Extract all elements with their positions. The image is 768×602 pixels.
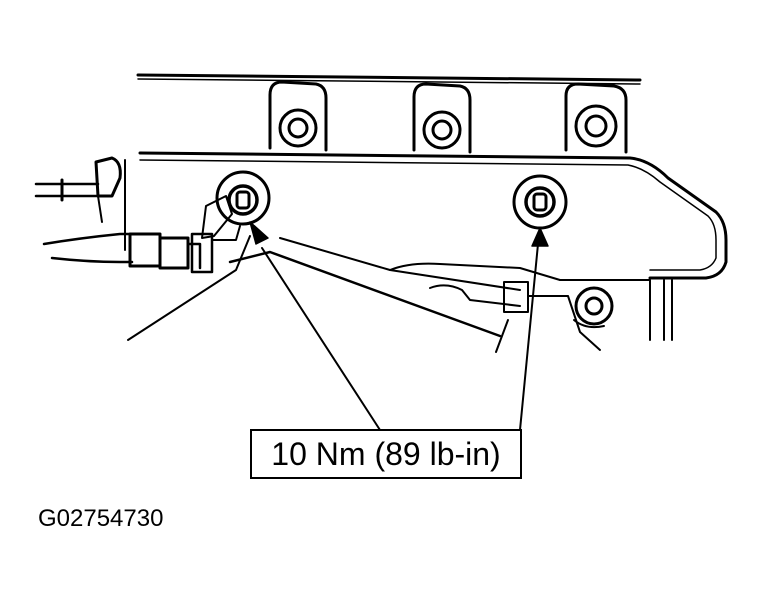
leader-lines [127, 235, 539, 431]
torque-callout: 10 Nm (89 lb-in) [250, 429, 522, 479]
torque-spec-label: 10 Nm (89 lb-in) [271, 435, 501, 472]
left-bolt [190, 170, 271, 274]
right-bolt [512, 174, 568, 230]
upper-bolt-1 [268, 80, 328, 152]
arrowheads [249, 221, 549, 247]
upper-bolt-3 [564, 82, 628, 154]
main-body [124, 151, 728, 280]
lower-bracket [228, 237, 673, 351]
upper-rail [136, 73, 642, 85]
figure-id: G02754730 [38, 505, 164, 532]
upper-bolt-2 [412, 82, 472, 154]
left-fitting [34, 156, 202, 270]
